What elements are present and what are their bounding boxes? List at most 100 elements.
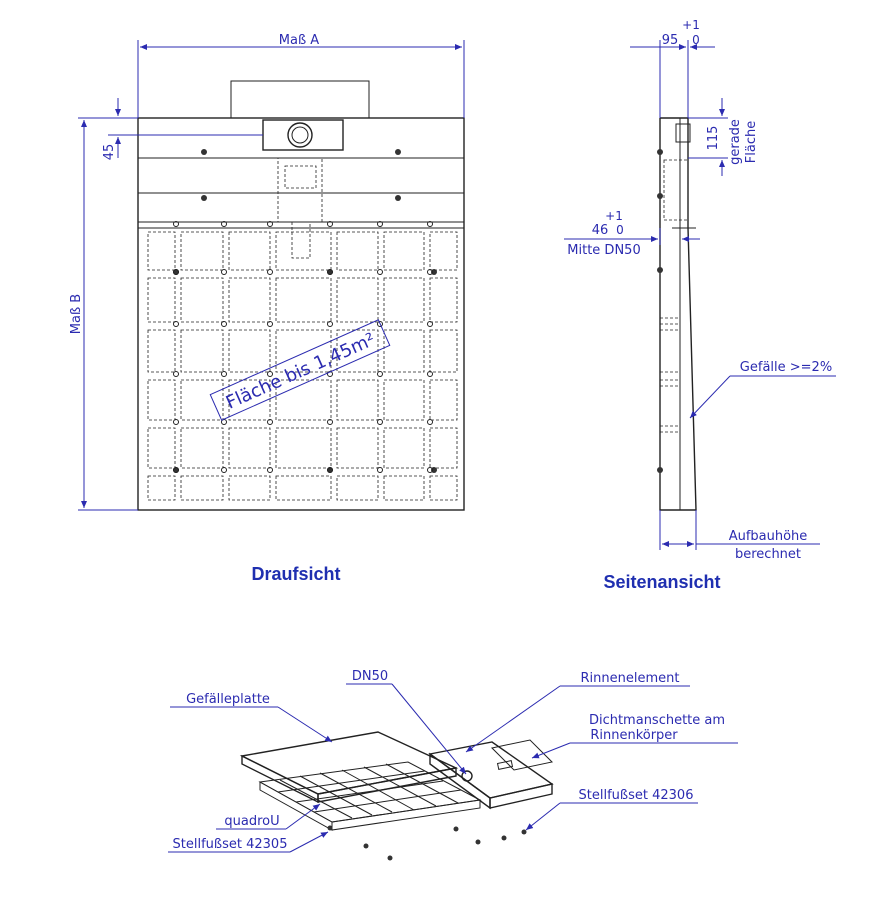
grid-cell <box>228 475 271 501</box>
grid-cell <box>275 475 332 501</box>
grid-node <box>221 221 227 227</box>
grid-node <box>267 419 273 425</box>
grid-cell <box>336 277 379 323</box>
straight-label-2: Fläche <box>744 121 759 163</box>
grid-node <box>327 269 333 275</box>
side-screws <box>657 149 663 473</box>
grid-cell <box>383 475 425 501</box>
grid-node <box>377 419 383 425</box>
dim-top-main: 95 <box>662 33 679 48</box>
grid-cell <box>383 231 425 271</box>
adjustable-feet <box>327 825 527 861</box>
dim-mid-tol-lower: 0 <box>616 223 624 237</box>
grid-cell <box>336 231 379 271</box>
callout-quadro: quadroU <box>224 814 279 829</box>
grid-node <box>327 221 333 227</box>
grid-node <box>377 467 383 473</box>
top-view: Maß A Maß B 45 Fläche bis 1,45m² Draufsi… <box>69 33 465 584</box>
grid-cell <box>429 427 458 469</box>
grid-node <box>427 371 433 377</box>
grid-cell <box>147 329 176 373</box>
grid-node <box>267 221 273 227</box>
grid-node <box>267 371 273 377</box>
dim-straight: 115 <box>706 126 721 151</box>
grid-cell <box>228 277 271 323</box>
slope-plate <box>239 731 459 804</box>
grid-cell <box>228 427 271 469</box>
height-label-1: Aufbauhöhe <box>729 529 808 544</box>
grid-cell <box>429 277 458 323</box>
grid-cell <box>275 427 332 469</box>
grid-node <box>377 269 383 275</box>
callout-seal-2: Rinnenkörper <box>590 728 678 743</box>
dn50-outlet <box>262 119 344 151</box>
side-view: 95 +1 0 115 gerade Fläche 46 +1 0 Mitte … <box>564 18 836 592</box>
grid-node <box>267 269 273 275</box>
grid-node <box>267 467 273 473</box>
grid-cell <box>429 475 458 501</box>
dim-width-label: Maß A <box>279 33 320 48</box>
screw-markers <box>173 149 437 473</box>
callout-slope-plate: Gefälleplatte <box>186 692 270 707</box>
grid-node <box>267 321 273 327</box>
grid-cell <box>336 379 379 421</box>
grid-node <box>427 419 433 425</box>
grid-cell <box>383 427 425 469</box>
grid-node <box>327 467 333 473</box>
callout-dn50: DN50 <box>352 669 388 684</box>
grid-node <box>173 321 179 327</box>
grid-cell <box>147 379 176 421</box>
grid-cell <box>180 277 224 323</box>
dim-offset-label: 45 <box>102 144 117 161</box>
grid-cell <box>180 379 224 421</box>
grid-node <box>327 321 333 327</box>
grid-cell <box>180 231 224 271</box>
dim-mid-tol-upper: +1 <box>605 209 623 223</box>
grid-cell <box>228 379 271 421</box>
height-label-2: berechnet <box>735 547 801 562</box>
grid-cell <box>429 231 458 271</box>
grid-cell <box>180 475 224 501</box>
grid-node <box>427 221 433 227</box>
grid-cell <box>147 427 176 469</box>
grid-node <box>427 467 433 473</box>
support-grid <box>147 221 458 501</box>
grid-node <box>173 269 179 275</box>
grid-node <box>377 221 383 227</box>
grid-node <box>221 467 227 473</box>
grid-node <box>221 371 227 377</box>
grid-cell <box>383 379 425 421</box>
grid-cell <box>383 329 425 373</box>
grid-cell <box>275 231 332 271</box>
grid-cell <box>147 277 176 323</box>
grid-cell <box>336 427 379 469</box>
grid-cell <box>180 427 224 469</box>
grid-node <box>327 419 333 425</box>
grid-cell <box>147 231 176 271</box>
grid-node <box>221 269 227 275</box>
grid-cell <box>383 277 425 323</box>
grid-cell <box>429 329 458 373</box>
grid-node <box>221 321 227 327</box>
quadro-frame <box>258 761 482 831</box>
grid-node <box>377 321 383 327</box>
grid-node <box>427 269 433 275</box>
top-view-outline <box>137 117 465 511</box>
dim-top-tol-upper: +1 <box>682 18 700 32</box>
side-view-title: Seitenansicht <box>603 572 720 592</box>
grid-cell <box>228 329 271 373</box>
grid-node <box>427 321 433 327</box>
grid-node <box>173 419 179 425</box>
straight-label-1: gerade <box>728 119 743 165</box>
slope-label: Gefälle >=2% <box>740 360 832 375</box>
area-label: Fläche bis 1,45m² <box>223 329 378 414</box>
grid-cell <box>228 231 271 271</box>
callout-feet-left: Stellfußset 42305 <box>173 837 288 852</box>
grid-cell <box>147 475 176 501</box>
grid-node <box>173 371 179 377</box>
grid-cell <box>429 379 458 421</box>
callout-channel: Rinnenelement <box>581 671 680 686</box>
grid-cell <box>275 277 332 323</box>
grid-cell <box>180 329 224 373</box>
